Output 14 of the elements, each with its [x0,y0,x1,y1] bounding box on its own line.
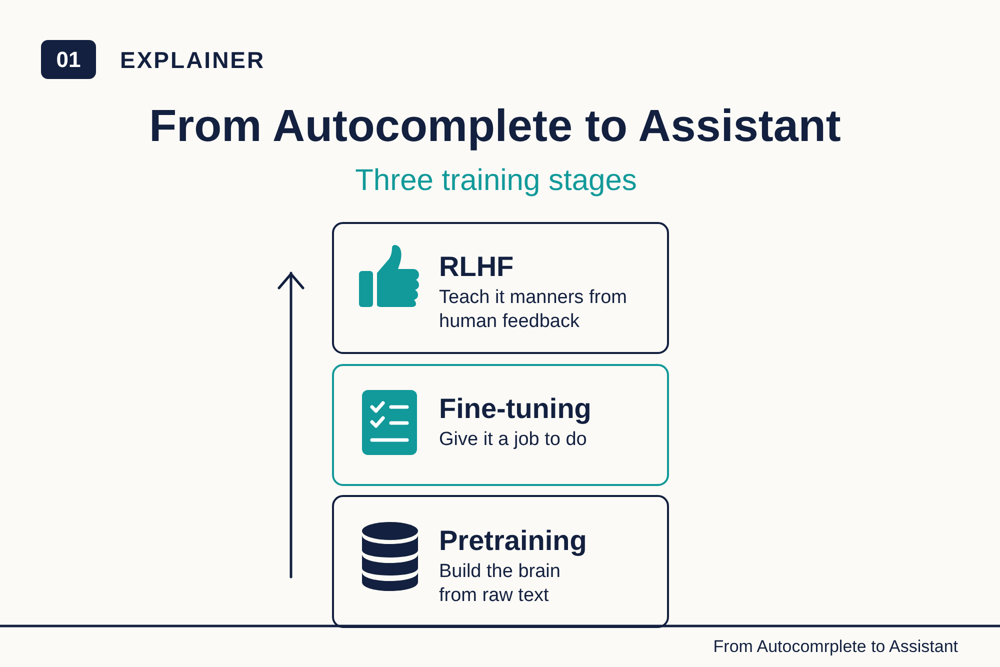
stage-description: Teach it manners from human feedback [439,286,628,334]
stage-card [332,495,669,628]
stage-title: Pretraining [439,524,587,558]
stage-title: RLHF [439,250,514,284]
stage-card [332,222,669,354]
section-number: 01 [41,40,96,79]
title: From Autocomplete to Assistant [149,99,841,153]
footer-text: From Autocomrplete to Assistant [713,636,958,658]
stage-description: Build the brain from raw text [439,560,562,608]
stage-title: Fine-tuning [439,392,592,426]
subtitle: Three training stages [355,163,637,199]
stage-card [332,364,669,486]
stage-description: Give it a job to do [439,428,588,452]
section-label: EXPLAINER [120,46,266,74]
